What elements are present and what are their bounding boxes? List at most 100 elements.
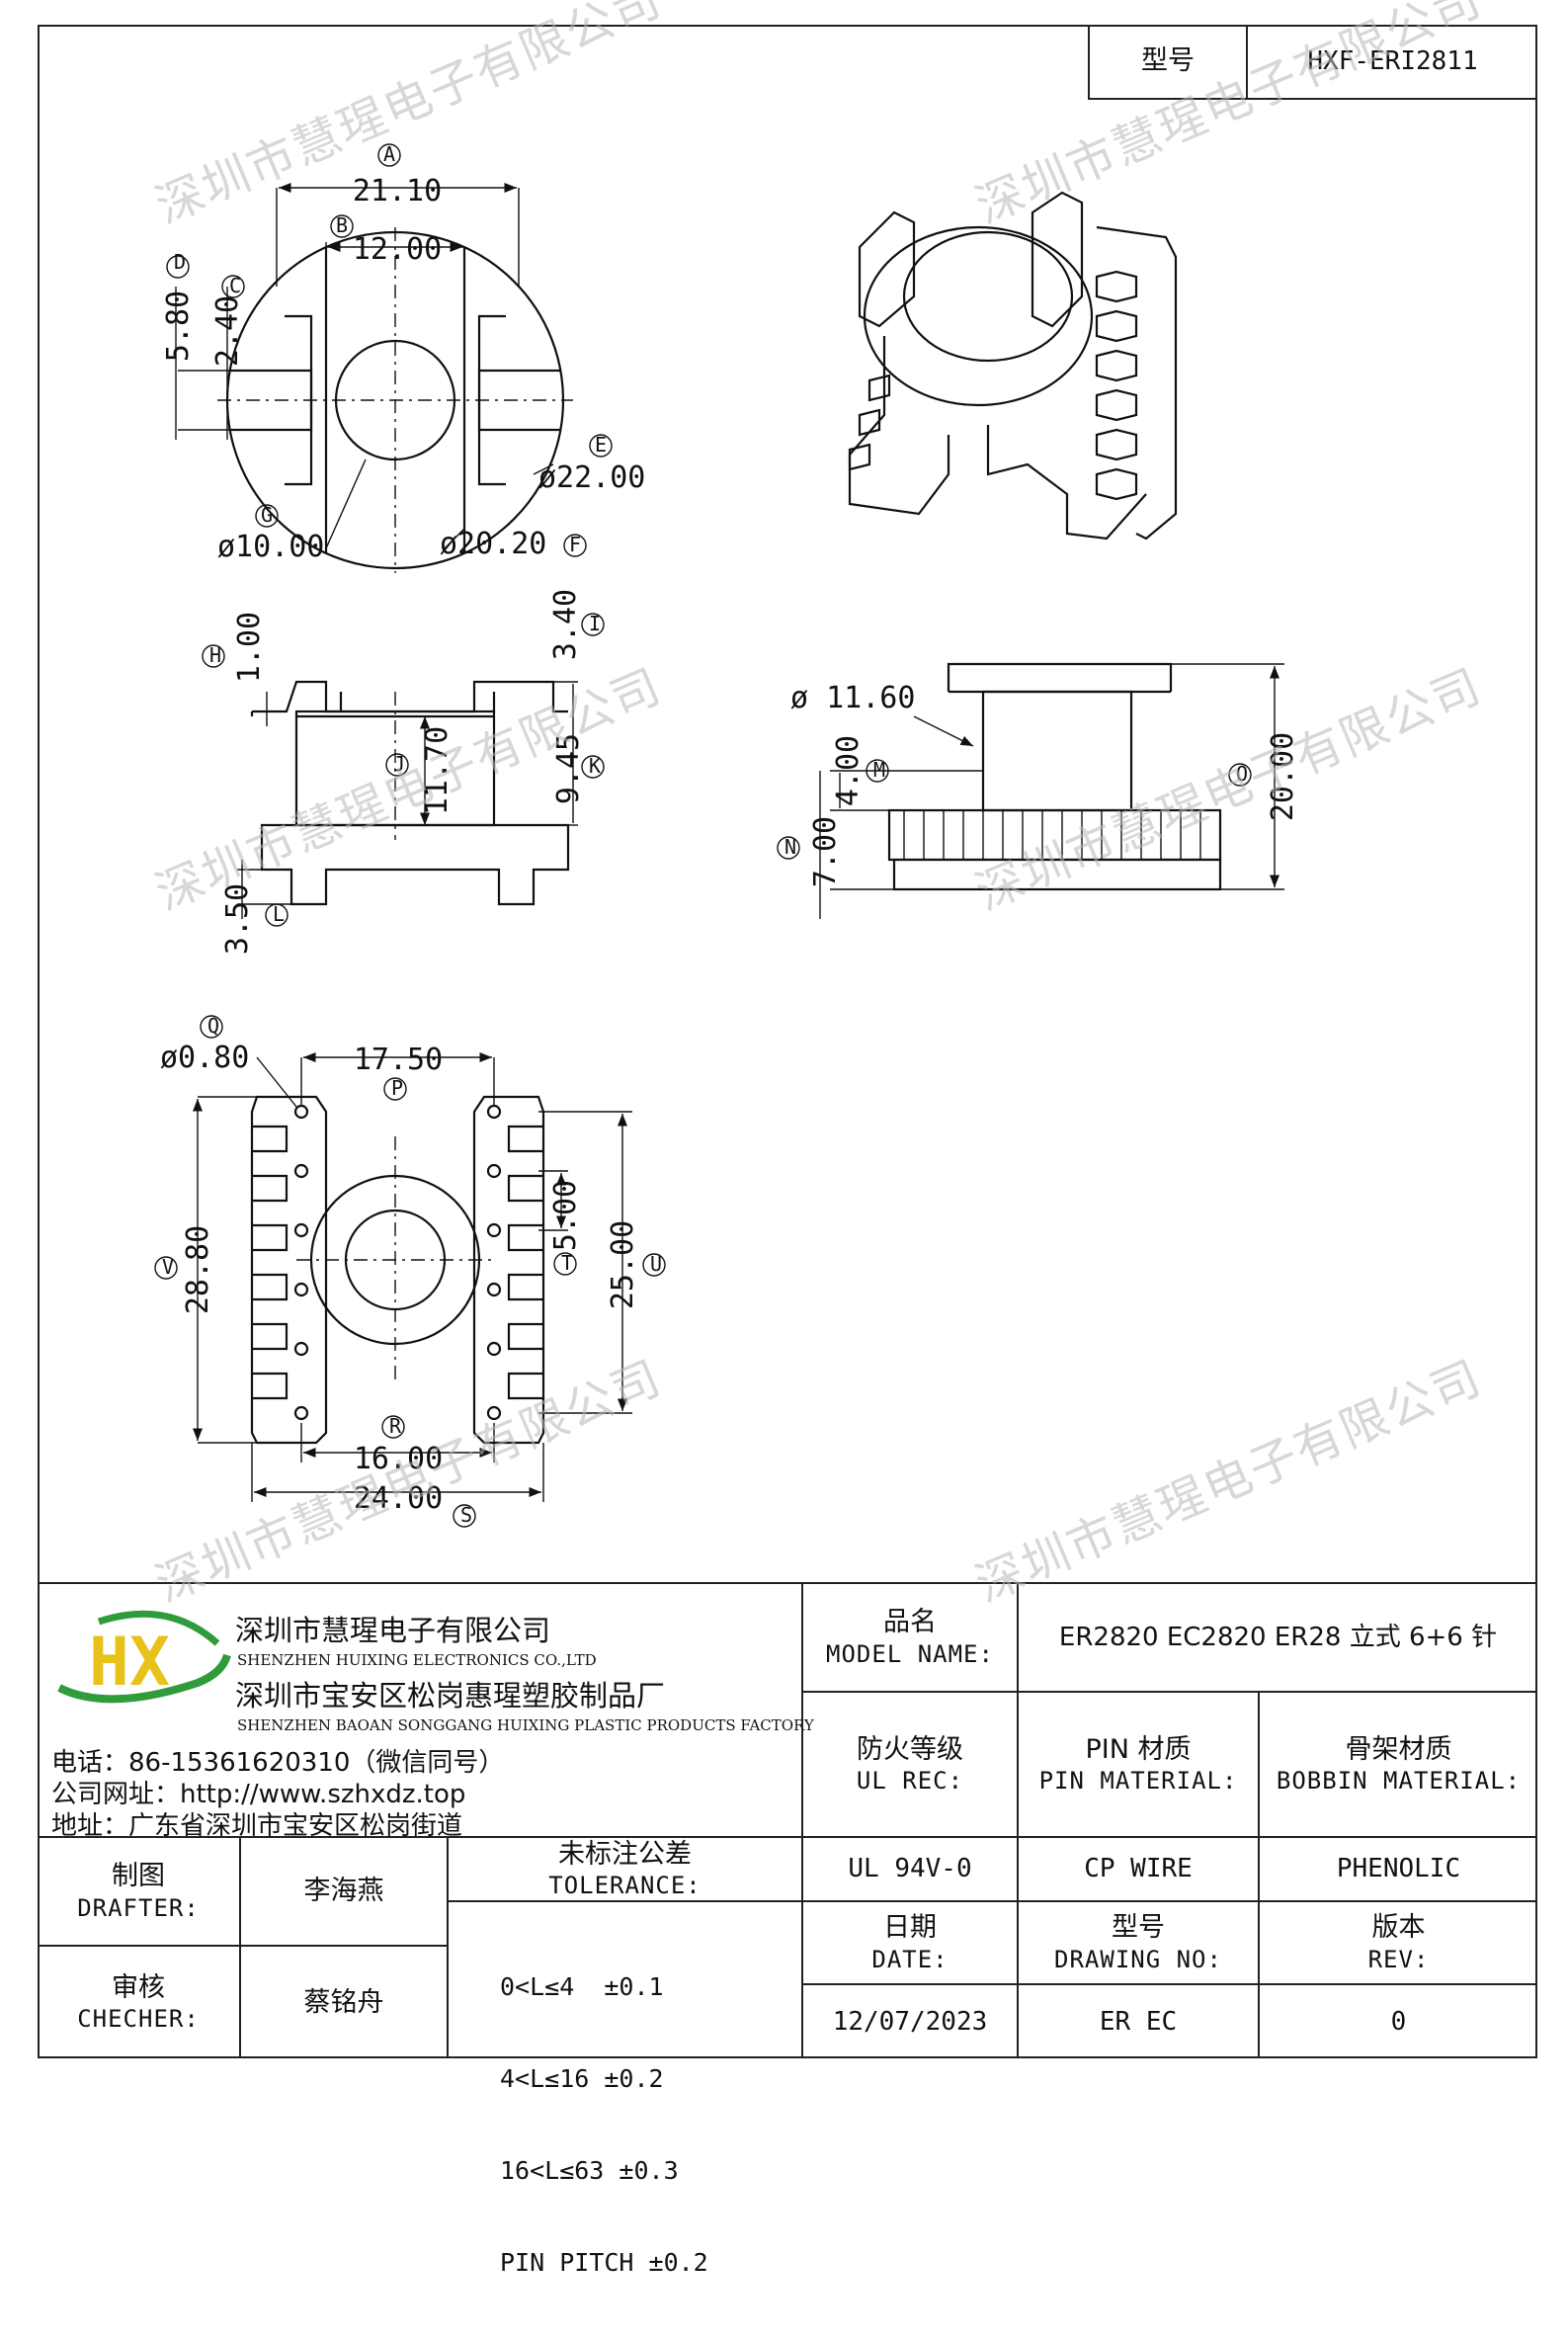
model-title-block: 型号 HXF-ERI2811: [1088, 25, 1537, 100]
company-name-en: SHENZHEN HUIXING ELECTRONICS CO.,LTD: [237, 1651, 597, 1669]
dim-c-value: 2.40: [210, 295, 245, 367]
company-name-zh: 深圳市慧瑆电子有限公司: [235, 1614, 551, 1647]
date-zh: 日期: [883, 1912, 937, 1944]
pin-zh: PIN 材质: [1085, 1733, 1192, 1765]
tolerance-line: 16<L≤63 ±0.3: [500, 2156, 679, 2185]
bobbin-value: PHENOLIC: [1336, 1854, 1461, 1884]
drafter-header: 制图 DRAFTER:: [38, 1838, 239, 1945]
tolerance-en: TOLERANCE:: [548, 1872, 701, 1900]
drawing-en: DRAWING NO:: [1054, 1945, 1222, 1973]
dim-o-label: O: [1236, 762, 1248, 786]
isometric-view: [848, 191, 1178, 541]
dim-t-label: T: [561, 1251, 573, 1275]
dim-a-value: 21.10: [353, 174, 442, 209]
tolerance-line: PIN PITCH ±0.2: [500, 2248, 708, 2277]
model-name-header: 品名 MODEL NAME:: [803, 1584, 1017, 1691]
rev-en: REV:: [1367, 1945, 1430, 1973]
dim-l-value: 3.50: [220, 883, 255, 955]
dim-n-value: 7.00: [808, 816, 843, 887]
dim-m-value: 4.00: [831, 735, 866, 806]
checker-zh: 审核: [112, 1971, 165, 2003]
dim-f-value: ø20.20: [440, 527, 546, 561]
drafter-zh: 制图: [112, 1861, 165, 1892]
ul-value: UL 94V-0: [848, 1854, 972, 1884]
dim-l-label: L: [273, 902, 285, 926]
dim-r-label: R: [389, 1414, 402, 1438]
dim-q-value: ø0.80: [160, 1041, 249, 1075]
dim-v-label: V: [162, 1255, 174, 1279]
dim-j-value: 11.70: [420, 726, 454, 815]
dim-h-value: 1.00: [232, 612, 267, 683]
drawing-zh: 型号: [1112, 1912, 1165, 1944]
dim-m-label: M: [873, 758, 885, 782]
title-block: HX 深圳市慧瑆电子有限公司 SHENZHEN HUIXING ELECTRON…: [38, 1582, 1537, 2277]
dim-i-label: I: [589, 612, 601, 635]
bottom-view: [192, 1051, 632, 1502]
drawing-value: ER EC: [1099, 2006, 1178, 2037]
dim-f-label: F: [569, 533, 581, 556]
model-label: 型号: [1090, 25, 1248, 98]
pin-header: PIN 材质 PIN MATERIAL:: [1019, 1693, 1258, 1836]
dim-k-value: 9.45: [551, 733, 586, 804]
checker-header: 审核 CHECHER:: [38, 1947, 239, 2058]
dim-r-value: 16.00: [354, 1442, 443, 1476]
dim-p-label: P: [391, 1076, 403, 1100]
rev-zh: 版本: [1371, 1912, 1426, 1944]
dim-s-value: 24.00: [354, 1481, 443, 1516]
rev-header: 版本 REV:: [1260, 1902, 1537, 1983]
rev-value: 0: [1390, 2006, 1407, 2037]
top-view: [175, 182, 573, 573]
factory-name-en: SHENZHEN BAOAN SONGGANG HUIXING PLASTIC …: [237, 1716, 814, 1734]
company-logo: HX: [49, 1604, 237, 1712]
logo-text: HX: [89, 1624, 170, 1702]
dim-o-value: 20.00: [1266, 732, 1300, 821]
technical-drawings: A 21.10 B 12.00 5.80 D 2.40 C E ø22.00 G…: [154, 142, 1300, 1528]
ul-header: 防火等级 UL REC:: [803, 1693, 1017, 1836]
dim-s-label: S: [460, 1503, 472, 1527]
model-name-zh: 品名: [883, 1607, 937, 1638]
date-value: 12/07/2023: [832, 2006, 988, 2037]
dim-b-value: 12.00: [353, 232, 442, 267]
company-phone: 电话：86-15361620310（微信同号）: [51, 1748, 505, 1778]
bobbin-header: 骨架材质 BOBBIN MATERIAL:: [1260, 1693, 1537, 1836]
dim-p-value: 17.50: [354, 1043, 443, 1077]
tolerance-line: 4<L≤16 ±0.2: [500, 2064, 664, 2093]
dim-a-label: A: [383, 142, 395, 166]
tolerance-line: 0<L≤4 ±0.1: [500, 1972, 664, 2001]
dim-k-label: K: [589, 754, 601, 778]
drawing-frame: [38, 25, 1537, 2058]
model-name-value: ER2820 EC2820 ER28 立式 6+6 针: [1058, 1622, 1498, 1652]
drafter-name: 李海燕: [303, 1876, 384, 1907]
dim-g-value: ø10.00: [217, 530, 324, 564]
dim-d-value: 5.80: [161, 291, 196, 362]
model-value: HXF-ERI2811: [1307, 45, 1478, 76]
factory-name-zh: 深圳市宝安区松岗惠瑆塑胶制品厂: [235, 1679, 666, 1712]
bobbin-zh: 骨架材质: [1345, 1733, 1452, 1765]
drafter-en: DRAFTER:: [77, 1893, 200, 1922]
ul-en: UL REC:: [856, 1767, 964, 1796]
pin-value: CP WIRE: [1084, 1854, 1193, 1884]
dim-e-label: E: [595, 433, 607, 457]
checker-en: CHECHER:: [77, 2005, 200, 2034]
dim-b-label: B: [336, 213, 348, 237]
ul-zh: 防火等级: [857, 1733, 963, 1765]
dim-e-value: ø22.00: [538, 460, 645, 495]
tolerance-list: 0<L≤4 ±0.1 4<L≤16 ±0.2 16<L≤63 ±0.3 PIN …: [500, 1910, 708, 2339]
dim-j-label: J: [393, 752, 405, 776]
dim-d-label: D: [174, 250, 186, 274]
right-side-view: [819, 662, 1284, 919]
dim-h-label: H: [209, 643, 221, 667]
pin-en: PIN MATERIAL:: [1038, 1767, 1238, 1796]
dim-v-value: 28.80: [181, 1225, 215, 1314]
dim-i-value: 3.40: [548, 589, 583, 660]
checker-name: 蔡铭舟: [303, 1986, 384, 2018]
bobbin-en: BOBBIN MATERIAL:: [1276, 1767, 1522, 1796]
dim-g-label: G: [261, 503, 273, 527]
core-diameter: ø 11.60: [790, 681, 915, 715]
date-en: DATE:: [871, 1945, 949, 1973]
dim-n-label: N: [784, 835, 796, 859]
drawing-header: 型号 DRAWING NO:: [1019, 1902, 1258, 1983]
dim-q-label: Q: [207, 1014, 219, 1038]
dim-t-value: 5.00: [548, 1180, 583, 1251]
date-header: 日期 DATE:: [803, 1902, 1017, 1983]
